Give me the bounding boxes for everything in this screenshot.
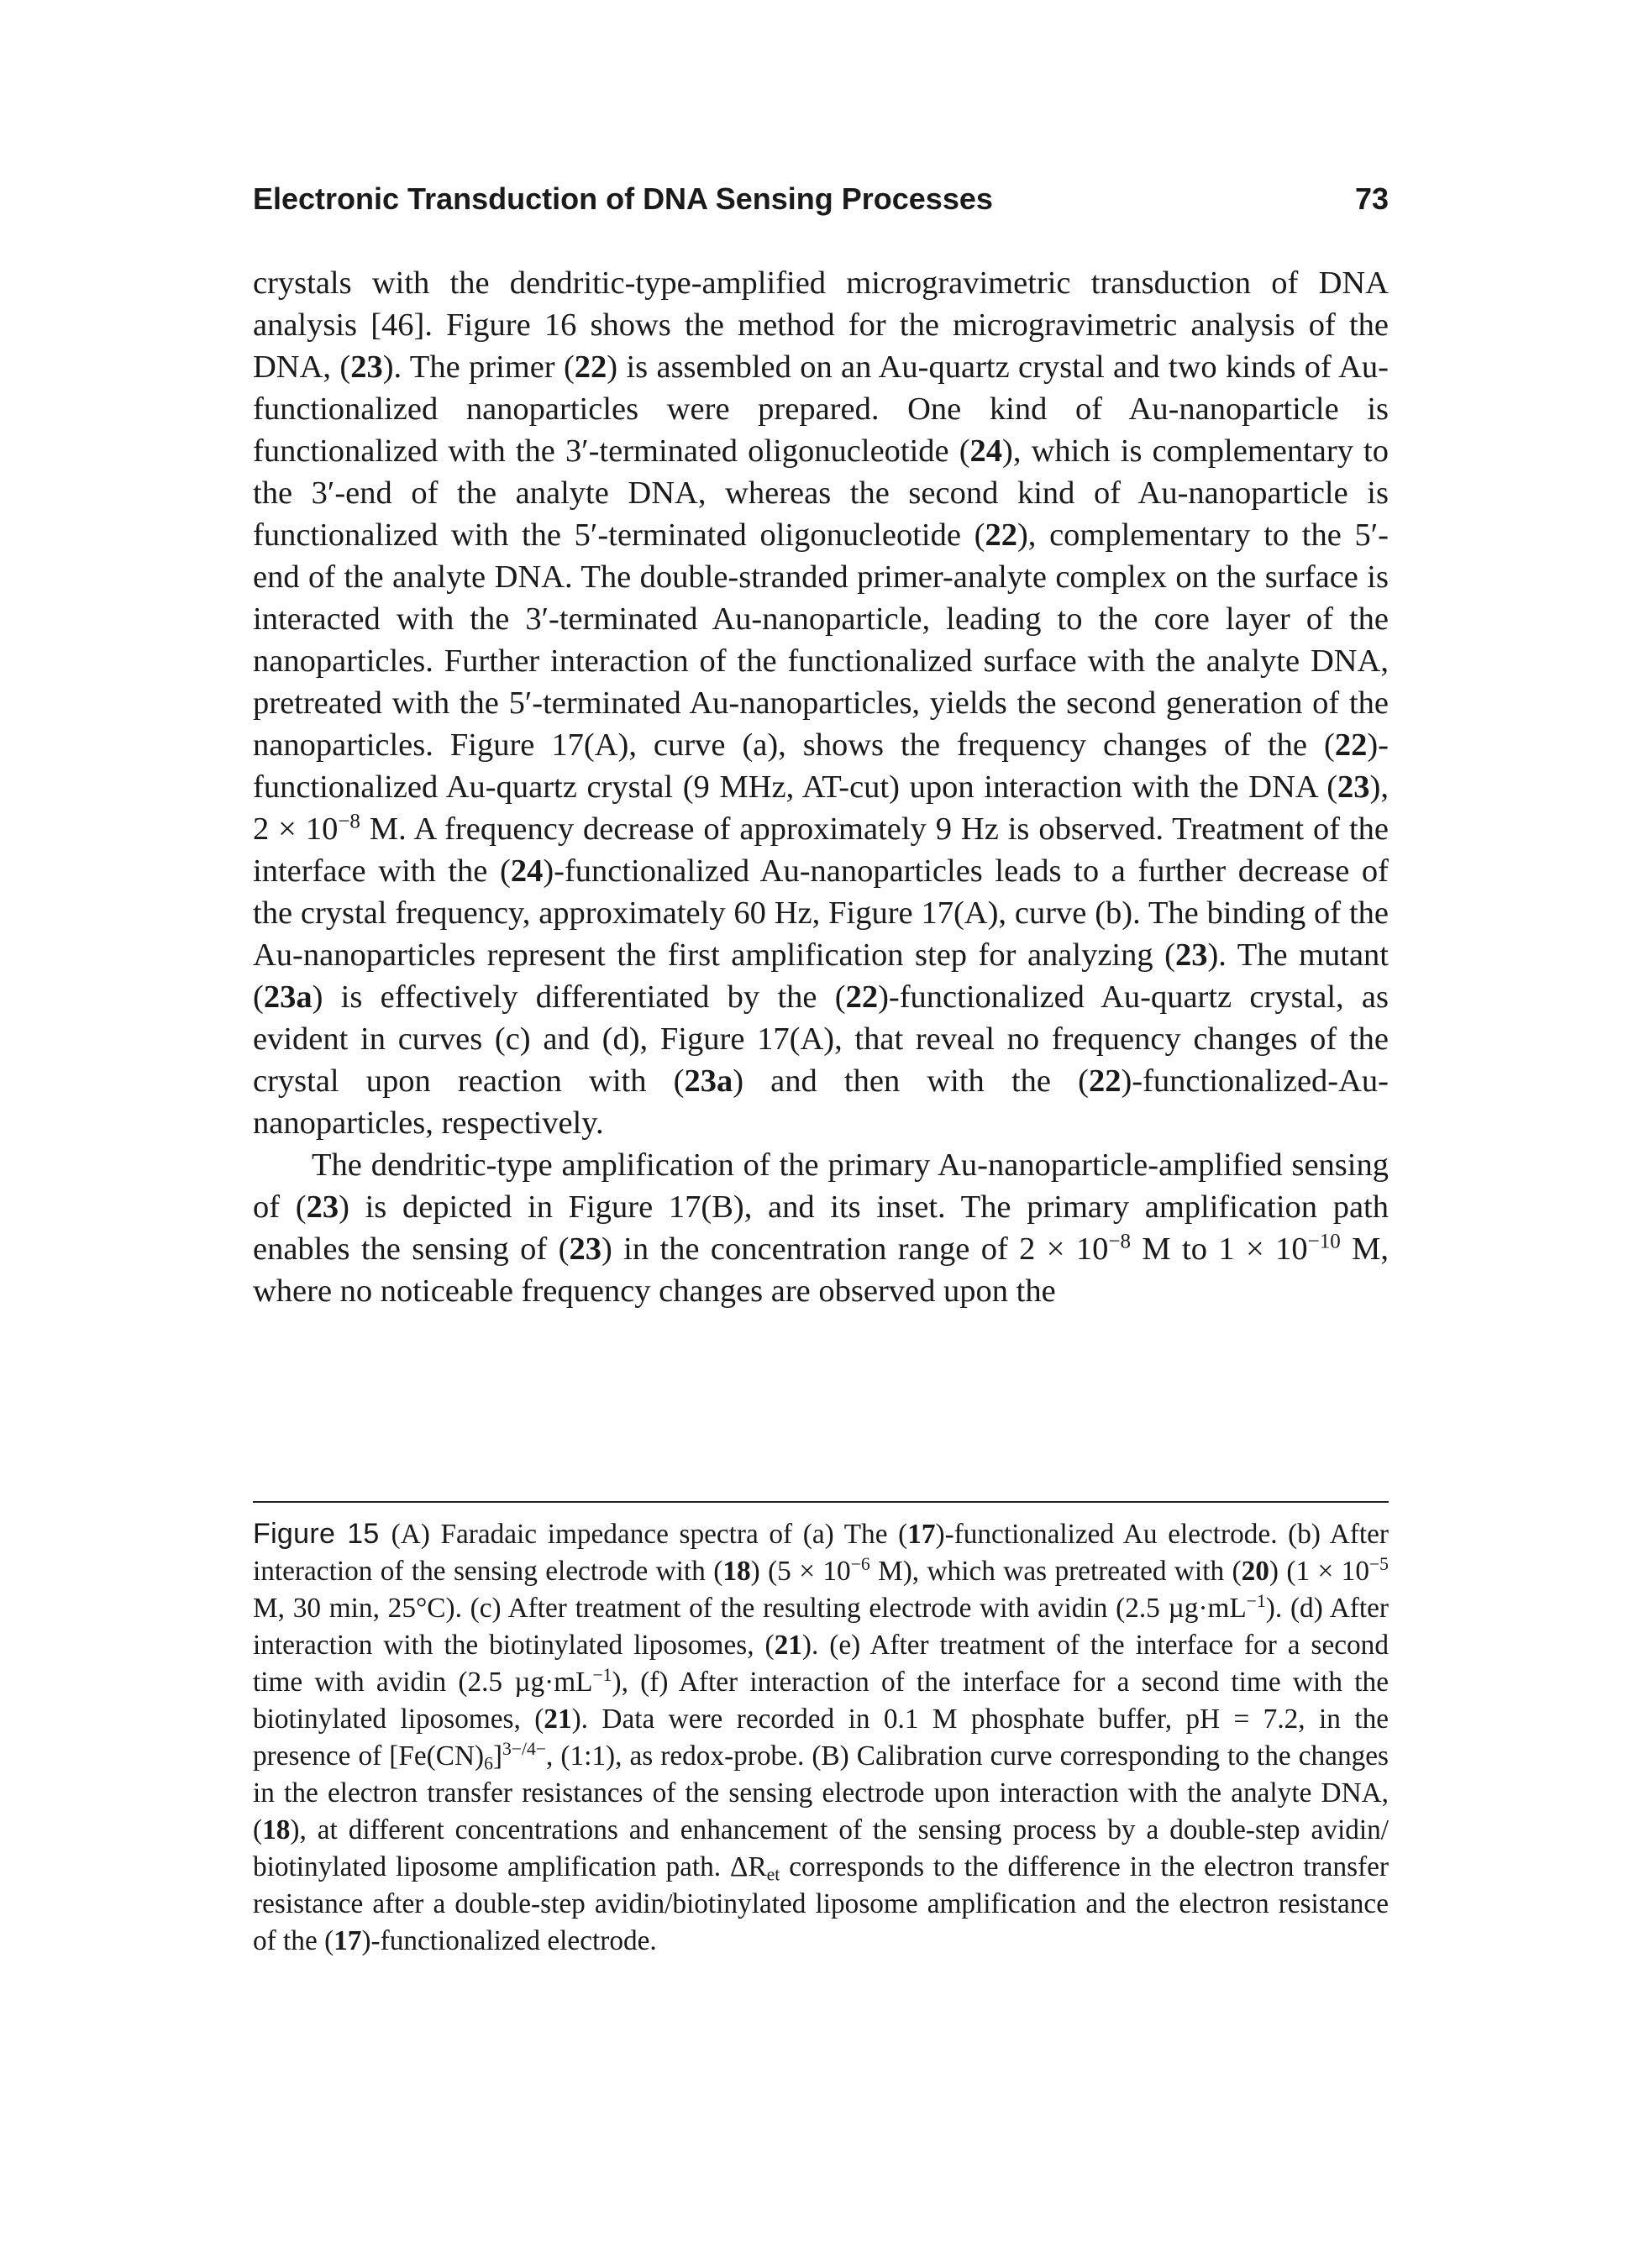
figure-caption: Figure 15(A) Faradaic impedance spectra …	[253, 1515, 1389, 1960]
figure-label: Figure 15	[253, 1518, 380, 1550]
paragraph-1: crystals with the dendritic-type-amplifi…	[253, 265, 1389, 1141]
running-title: Electronic Transduction of DNA Sensing P…	[253, 181, 993, 216]
paragraph-2: The dendritic-type amplification of the …	[253, 1147, 1389, 1309]
caption-divider	[253, 1501, 1389, 1503]
running-header: Electronic Transduction of DNA Sensing P…	[253, 181, 1389, 223]
body-text: crystals with the dendritic-type-amplifi…	[253, 262, 1389, 1312]
caption-text: (A) Faradaic impedance spectra of (a) Th…	[253, 1519, 1389, 1956]
page-number: 73	[1354, 181, 1389, 216]
